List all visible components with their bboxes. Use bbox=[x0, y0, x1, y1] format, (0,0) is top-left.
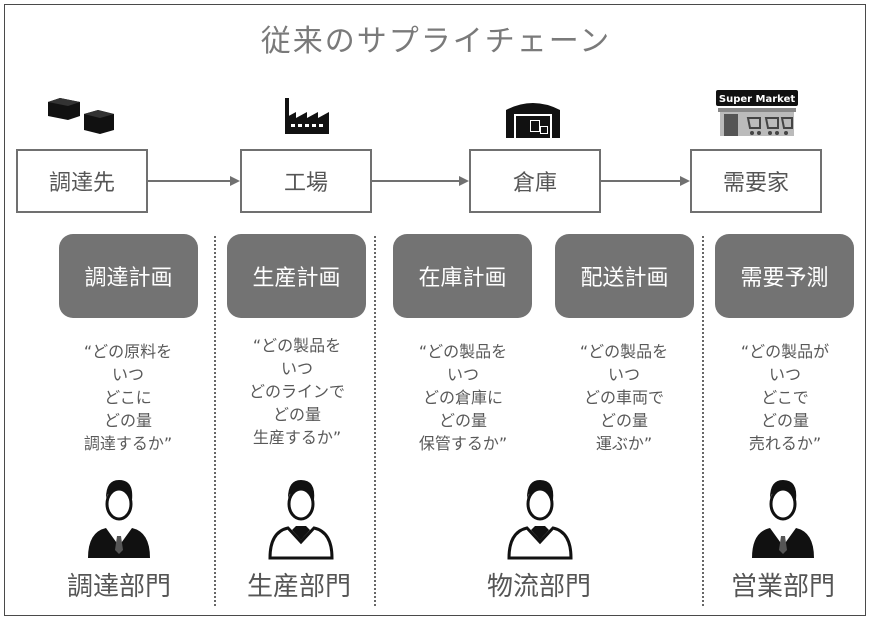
divider-2 bbox=[374, 236, 376, 606]
arrowhead-3 bbox=[680, 176, 690, 186]
plan-demand-forecast: 需要予測 bbox=[715, 234, 854, 318]
factory-icon bbox=[285, 98, 329, 134]
arrowhead-1 bbox=[230, 176, 240, 186]
warehouse-icon bbox=[506, 103, 560, 138]
divider-1 bbox=[214, 236, 216, 606]
dept-logistics: 物流部門 bbox=[486, 572, 591, 602]
plan-procurement: 調達計画 bbox=[59, 234, 198, 318]
question-delivery: “どの製品を いつ どの車両で どの量 運ぶか” bbox=[579, 342, 669, 453]
node-customer: 需要家 bbox=[690, 149, 822, 213]
dept-production: 生産部門 bbox=[246, 572, 351, 602]
person-logistics-icon bbox=[507, 480, 573, 560]
question-procurement: “どの原料を いつ どこに どの量 調達するか” bbox=[83, 342, 173, 453]
plan-production: 生産計画 bbox=[227, 234, 366, 318]
supermarket-icon: Super Market bbox=[716, 90, 798, 136]
node-supplier: 調達先 bbox=[16, 149, 148, 213]
node-warehouse: 倉庫 bbox=[469, 149, 601, 213]
question-demand-forecast: “どの製品が いつ どこで どの量 売れるか” bbox=[740, 342, 830, 453]
node-factory: 工場 bbox=[240, 149, 372, 213]
arrowhead-2 bbox=[459, 176, 469, 186]
person-sales-icon bbox=[752, 480, 814, 558]
boxes-icon bbox=[48, 98, 114, 134]
person-casual-icon bbox=[268, 480, 334, 560]
question-production: “どの製品を いつ どのラインで どの量 生産するか” bbox=[248, 336, 345, 447]
diagram-frame bbox=[4, 4, 866, 616]
dept-sales: 営業部門 bbox=[730, 572, 835, 602]
supermarket-sign-text: Super Market bbox=[719, 94, 795, 105]
divider-3 bbox=[702, 236, 704, 606]
dept-procurement: 調達部門 bbox=[66, 572, 171, 602]
question-inventory: “どの製品を いつ どの倉庫に どの量 保管するか” bbox=[418, 342, 508, 453]
person-suit-icon bbox=[88, 480, 150, 558]
plan-inventory: 在庫計画 bbox=[393, 234, 532, 318]
diagram-title: 従来のサプライチェーン bbox=[260, 24, 612, 59]
plan-delivery: 配送計画 bbox=[555, 234, 694, 318]
